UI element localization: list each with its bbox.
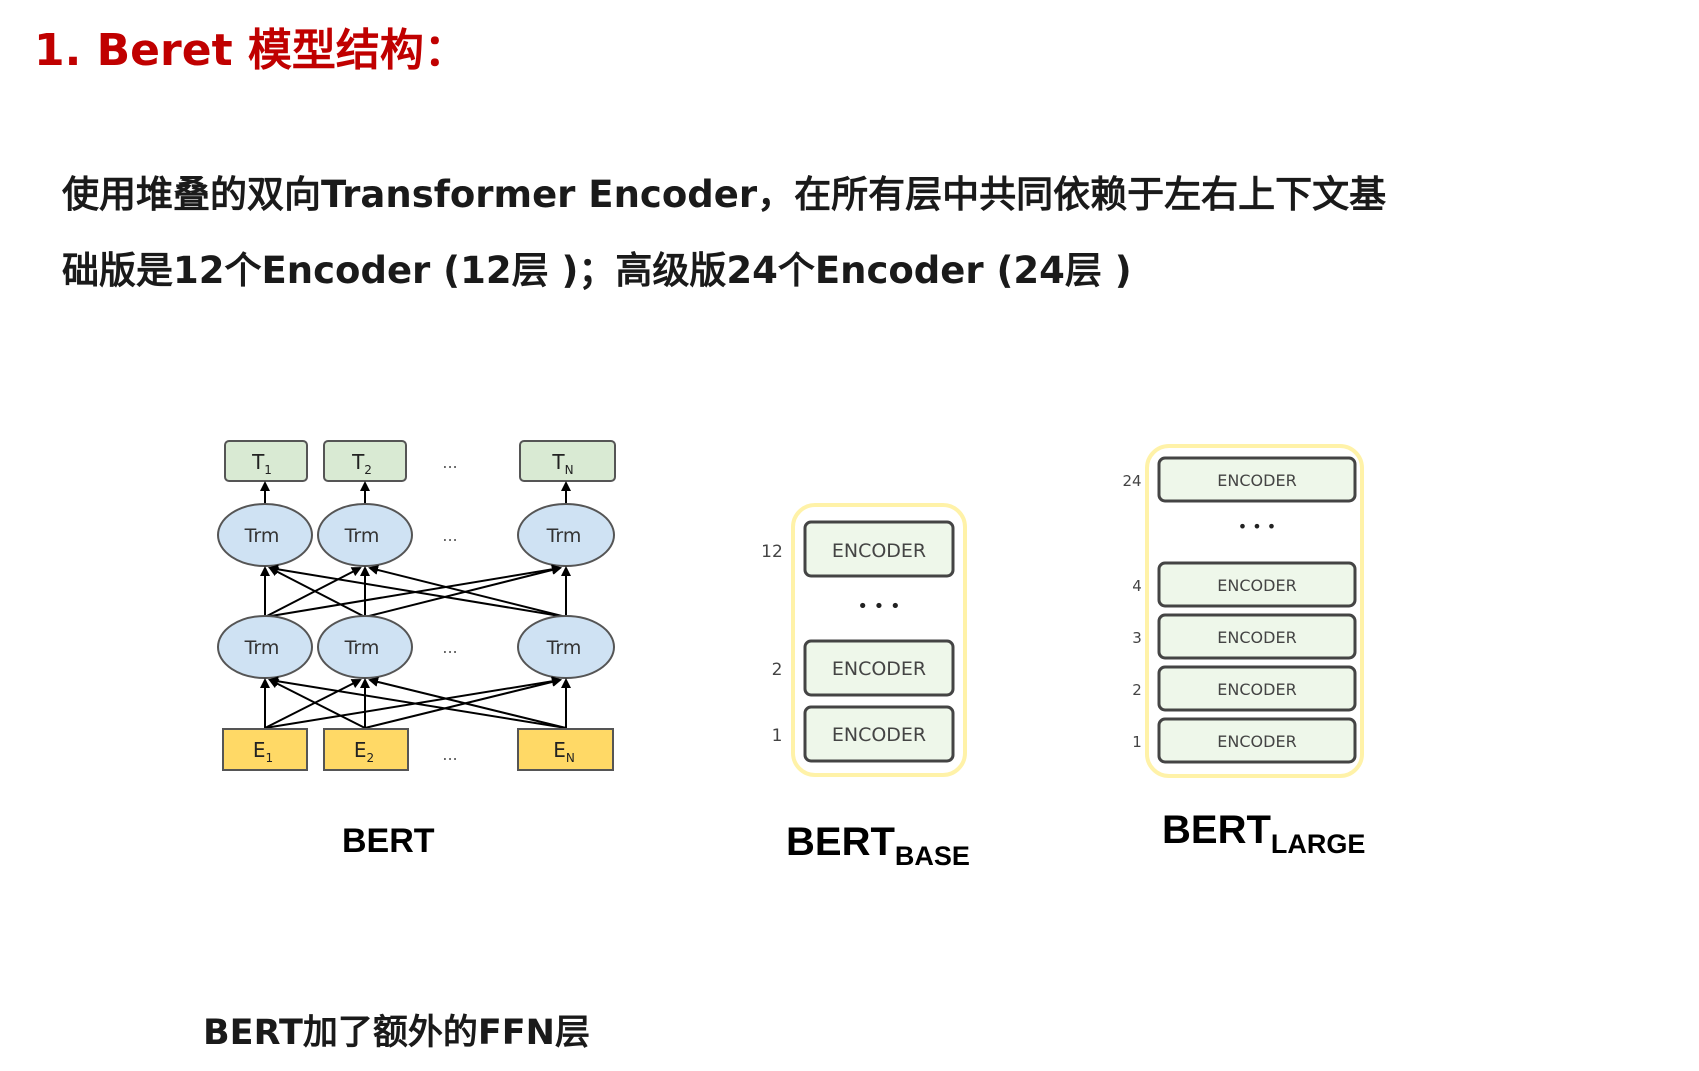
encoder-layer-2: ENCODER 2 <box>772 639 955 697</box>
caption-subscript: BASE <box>894 841 970 871</box>
output-token-subscript: N <box>565 463 574 477</box>
trm-label: Trm <box>546 637 582 659</box>
trm-label: Trm <box>244 525 280 547</box>
encoder-layer-1: ENCODER 1 <box>772 705 955 763</box>
layer-index: 1 <box>1132 733 1142 751</box>
layer-index: 1 <box>772 726 783 746</box>
encoder-layer-24: ENCODER 24 <box>1122 456 1357 503</box>
trm-bottom-row: Trm Trm Trm ... <box>217 615 615 679</box>
input-token-subscript: 2 <box>367 751 375 765</box>
footer-note: BERT加了额外的FFN层 <box>203 1013 590 1053</box>
caption-main: BERT <box>786 820 895 864</box>
output-token-label: T <box>351 450 365 474</box>
input-token-label: E <box>253 738 266 762</box>
trm-ellipsis: ... <box>442 638 457 657</box>
input-token-label: E <box>354 738 367 762</box>
large-dots: • • • <box>1238 517 1276 536</box>
bert-base-stack: ENCODER 12 • • • ENCODER 2 ENCODER 1 <box>761 503 967 777</box>
encoder-label: ENCODER <box>1217 732 1296 751</box>
encoder-layer-1: ENCODER 1 <box>1132 717 1357 764</box>
input-token-subscript: N <box>566 751 575 765</box>
output-token-subscript: 2 <box>364 463 372 477</box>
encoder-layer-3: ENCODER 3 <box>1132 613 1357 660</box>
encoder-layer-2: ENCODER 2 <box>1132 665 1357 712</box>
bert-caption: BERT <box>342 822 435 860</box>
layer-index: 3 <box>1132 629 1142 647</box>
trm-top-row: Trm Trm Trm ... <box>217 503 615 567</box>
input-ellipsis: ... <box>442 745 457 764</box>
trm-label: Trm <box>244 637 280 659</box>
output-ellipsis: ... <box>442 453 457 472</box>
output-token-label: T <box>251 450 265 474</box>
output-token-t2: T2 <box>323 440 407 482</box>
top-arrows <box>260 481 571 506</box>
svg-text:T2: T2 <box>351 450 372 477</box>
input-token-e1: E1 <box>222 728 308 771</box>
trm-ellipsis: ... <box>442 526 457 545</box>
svg-text:TN: TN <box>551 450 573 477</box>
svg-text:E2: E2 <box>354 738 374 765</box>
layer-index: 2 <box>1132 681 1142 699</box>
input-token-en: EN <box>517 728 614 771</box>
bert-architecture: T1 T2 ... TN Trm Trm Trm ... <box>217 440 616 771</box>
output-token-subscript: 1 <box>264 463 272 477</box>
encoder-label: ENCODER <box>1217 576 1296 595</box>
encoder-label: ENCODER <box>832 540 926 562</box>
layer-index: 2 <box>772 660 783 680</box>
svg-text:E1: E1 <box>253 738 273 765</box>
output-token-label: T <box>551 450 565 474</box>
output-token-t1: T1 <box>224 440 308 482</box>
description-line-1: 使用堆叠的双向Transformer Encoder，在所有层中共同依赖于左右上… <box>62 173 1387 216</box>
input-token-subscript: 1 <box>266 751 274 765</box>
trm-label: Trm <box>344 637 380 659</box>
encoder-label: ENCODER <box>1217 471 1296 490</box>
encoder-layer-12: ENCODER 12 <box>761 520 955 578</box>
svg-text:EN: EN <box>553 738 575 765</box>
layer-index: 24 <box>1122 472 1141 490</box>
slide-title: 1. Beret 模型结构： <box>34 25 468 76</box>
bert-large-caption: BERTLARGE <box>1162 808 1365 860</box>
bottom-arrows <box>260 676 571 729</box>
input-token-label: E <box>553 738 566 762</box>
layer-index: 4 <box>1132 577 1142 595</box>
caption-main: BERT <box>1162 808 1271 852</box>
svg-text:T1: T1 <box>251 450 272 477</box>
input-token-e2: E2 <box>323 728 409 771</box>
encoder-label: ENCODER <box>1217 628 1296 647</box>
encoder-label: ENCODER <box>832 658 926 680</box>
middle-arrows <box>260 564 571 618</box>
encoder-label: ENCODER <box>1217 680 1296 699</box>
description-line-2: 础版是12个Encoder (12层 )；高级版24个Encoder (24层 … <box>62 249 1132 292</box>
bert-base-caption: BERTBASE <box>786 820 970 872</box>
caption-subscript: LARGE <box>1270 829 1366 859</box>
encoder-layer-4: ENCODER 4 <box>1132 561 1357 608</box>
encoder-label: ENCODER <box>832 724 926 746</box>
base-dots: • • • <box>857 596 900 617</box>
layer-index: 12 <box>761 542 783 562</box>
output-token-tn: TN <box>519 440 616 482</box>
trm-label: Trm <box>546 525 582 547</box>
trm-label: Trm <box>344 525 380 547</box>
bert-large-stack: ENCODER 24 • • • ENCODER 4 ENCODER 3 ENC… <box>1122 444 1364 778</box>
